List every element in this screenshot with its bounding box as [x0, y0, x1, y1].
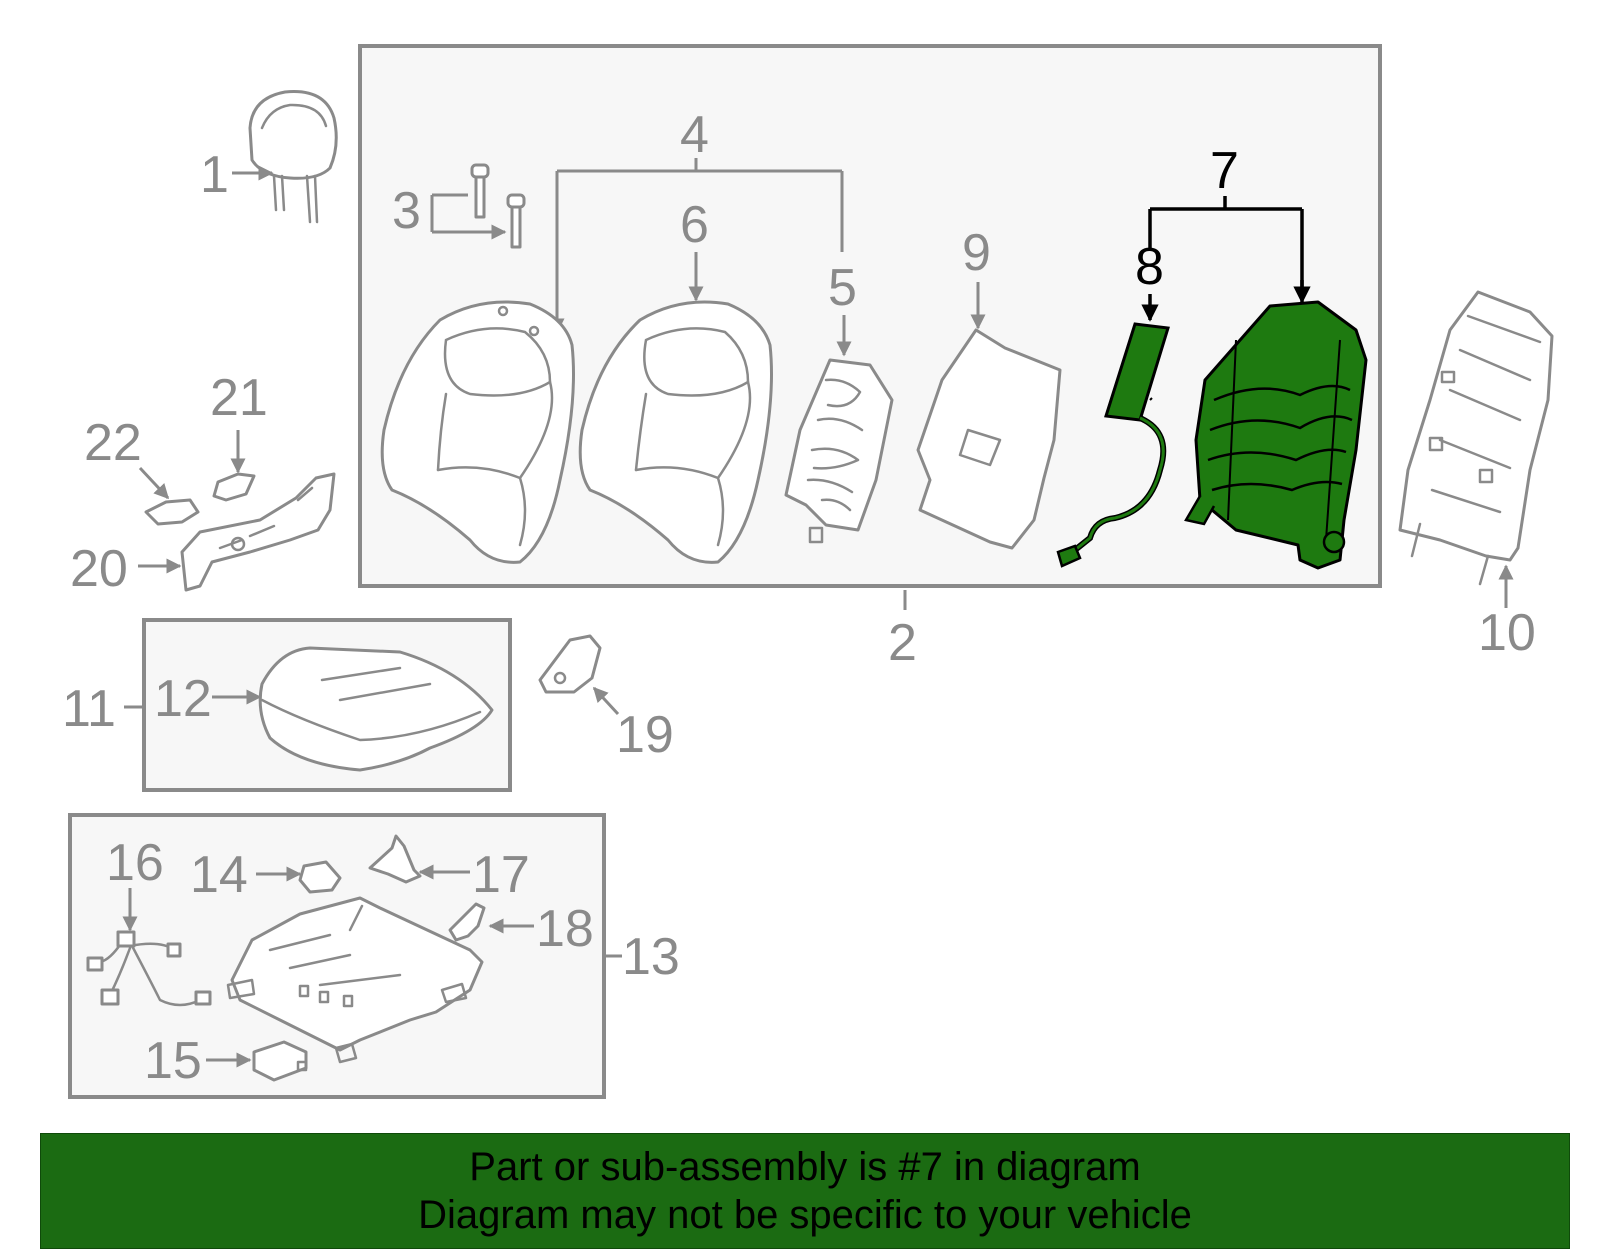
seatback-frame-part [1184, 300, 1368, 570]
callout-22-leader [138, 466, 170, 500]
callout-21: 21 [210, 369, 268, 427]
callout-4-leader [555, 158, 844, 330]
callout-2: 2 [888, 614, 917, 672]
seatback-panel-part [916, 328, 1062, 550]
banner-line-1: Part or sub-assembly is #7 in diagram [469, 1145, 1141, 1189]
cover-trim-part [538, 634, 602, 694]
callout-9: 9 [962, 224, 991, 282]
callout-17: 17 [472, 846, 530, 904]
callout-15: 15 [144, 1032, 202, 1090]
lever-part [448, 902, 486, 942]
callout-5: 5 [828, 259, 857, 317]
callout-22: 22 [84, 414, 142, 472]
seatback-board-part [1398, 290, 1554, 586]
callout-16: 16 [106, 834, 164, 892]
occupant-sensor-part [1056, 322, 1170, 568]
callout-19: 19 [616, 706, 674, 764]
seatback-pad-part [578, 300, 773, 564]
module-part [252, 1040, 308, 1082]
callout-3: 3 [392, 182, 421, 240]
callout-6: 6 [680, 196, 709, 254]
callout-12: 12 [154, 670, 212, 728]
heater-mat-part [784, 358, 894, 544]
banner-line-2: Diagram may not be specific to your vehi… [418, 1193, 1192, 1237]
callout-18: 18 [536, 900, 594, 958]
callout-14: 14 [190, 846, 248, 904]
bracket-part [368, 834, 422, 884]
callout-11: 11 [62, 680, 116, 738]
callout-20: 20 [70, 540, 128, 598]
callout-7: 7 [1210, 142, 1239, 200]
seat-frame-part [226, 896, 484, 1064]
callout-19-leader [592, 686, 620, 716]
callout-3-leader [430, 193, 505, 232]
seatback-cover-part [380, 300, 575, 564]
callout-10: 10 [1478, 604, 1536, 662]
cushion-pad-part [258, 646, 494, 772]
callout-7-leader [1148, 196, 1304, 300]
side-shield-part [180, 472, 336, 592]
callout-13: 13 [622, 928, 680, 986]
callout-8: 8 [1135, 238, 1164, 296]
wire-harness-part [86, 930, 212, 1007]
knob-part [144, 498, 200, 526]
clip-part [298, 860, 342, 894]
callout-1: 1 [200, 146, 229, 204]
headrest-part [248, 90, 338, 224]
info-banner: Part or sub-assembly is #7 in diagram Di… [40, 1133, 1570, 1249]
trim-cover-part [212, 472, 256, 502]
callout-4: 4 [680, 106, 709, 164]
